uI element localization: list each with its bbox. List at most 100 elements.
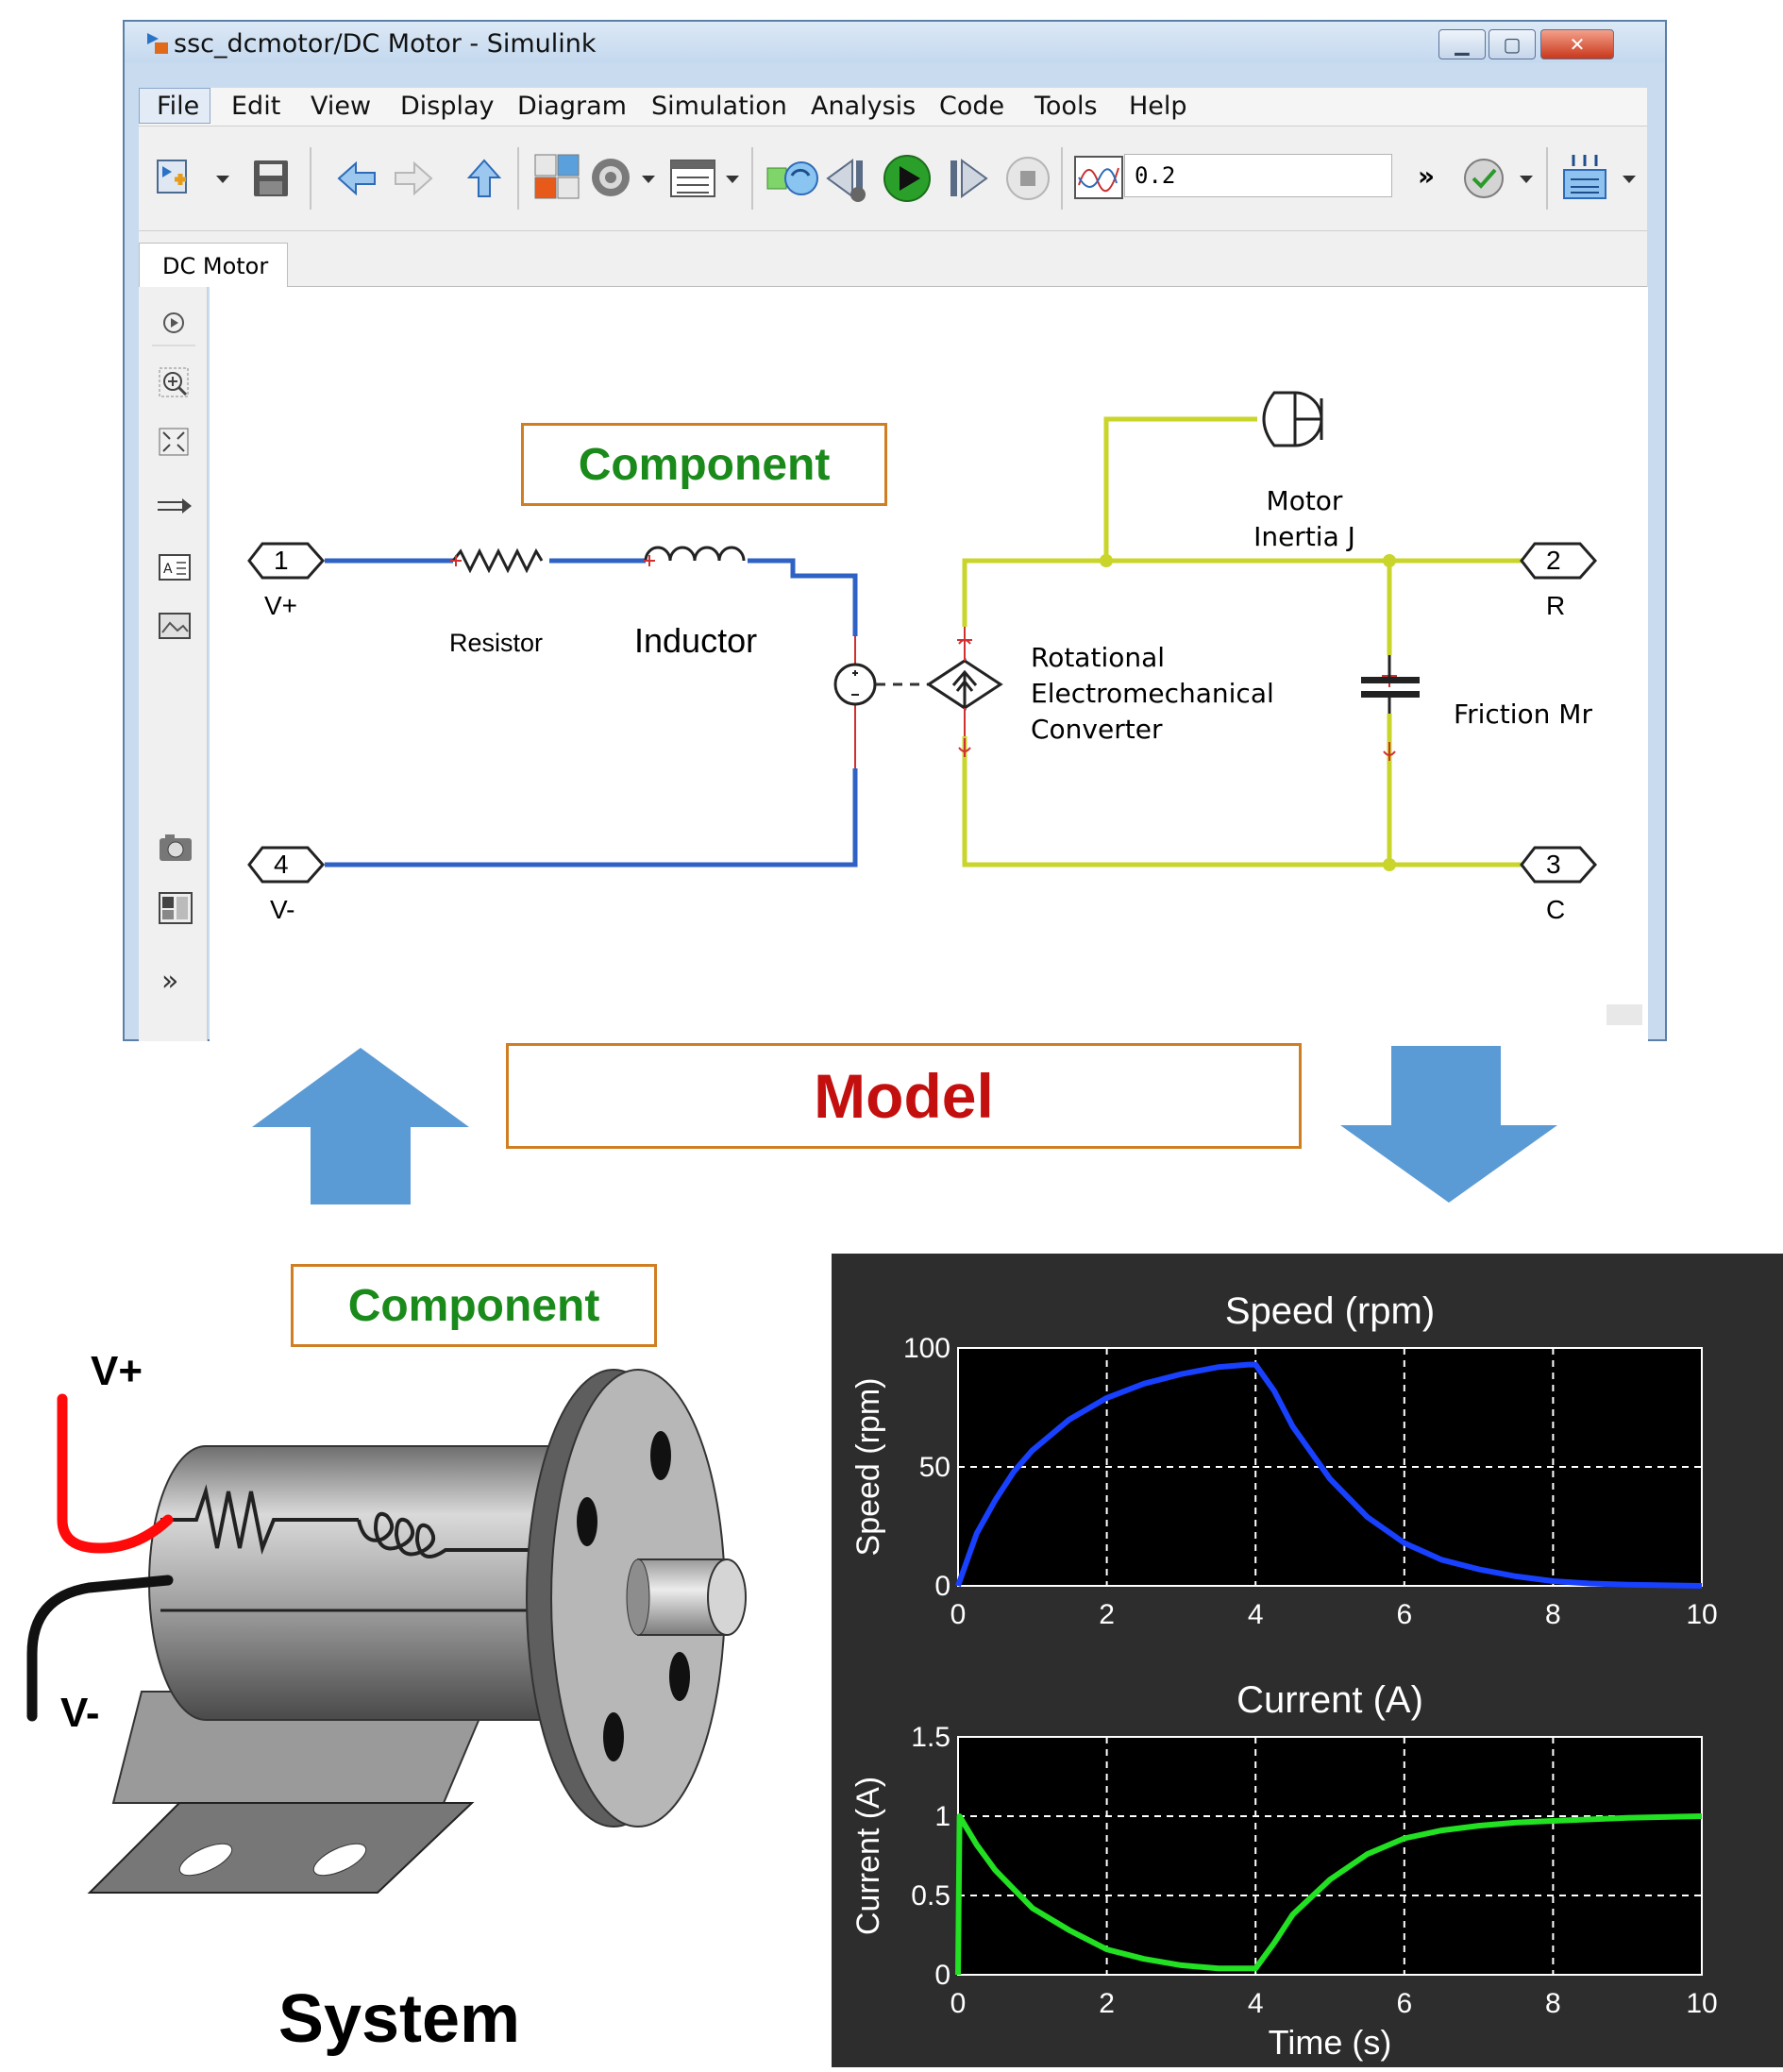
electrical-wires xyxy=(325,558,858,868)
menu-bar: File Edit View Display Diagram Simulatio… xyxy=(139,88,1647,126)
menu-display[interactable]: Display xyxy=(400,92,495,121)
model-canvas[interactable]: 1 V+ 4 V- 2 R 3 C Resistor Inductor Rota… xyxy=(210,287,1648,1041)
converter-label-line: Converter xyxy=(1031,714,1163,745)
model-explorer-icon[interactable] xyxy=(670,160,715,197)
port-1[interactable] xyxy=(247,542,326,580)
menu-help[interactable]: Help xyxy=(1129,92,1187,121)
toolbar-icons xyxy=(157,147,1636,210)
menu-diagram[interactable]: Diagram xyxy=(517,92,627,121)
menu-analysis[interactable]: Analysis xyxy=(811,92,917,121)
menu-tools[interactable]: Tools xyxy=(1034,92,1098,121)
y-tick-label: 1 xyxy=(934,1801,950,1832)
port-2-label: R xyxy=(1546,591,1566,620)
arrow-line-icon[interactable] xyxy=(158,498,192,514)
vminus-label: V- xyxy=(60,1690,100,1736)
vplus-label: V+ xyxy=(91,1348,143,1394)
friction-label: Friction Mr xyxy=(1454,699,1592,730)
title-bar: ssc_dcmotor/DC Motor - Simulink ▁ ▢ ✕ xyxy=(125,22,1665,63)
port-4-number: 4 xyxy=(274,850,289,879)
resistor-symbol[interactable] xyxy=(451,547,544,574)
x-tick-label: 0 xyxy=(950,1599,967,1630)
x-tick-label: 4 xyxy=(1248,1599,1264,1630)
y-tick-label: 1.5 xyxy=(911,1722,950,1753)
toolbar xyxy=(139,126,1647,231)
inertia-label-line: Inertia J xyxy=(1253,521,1355,552)
library-browser-icon[interactable] xyxy=(534,154,580,199)
series-line xyxy=(955,1361,1703,1589)
close-button[interactable]: ✕ xyxy=(1540,29,1614,59)
tab-dc-motor[interactable]: DC Motor xyxy=(139,243,288,287)
menu-simulation[interactable]: Simulation xyxy=(651,92,787,121)
dropdown-arrow-icon[interactable] xyxy=(1623,176,1636,183)
menu-view[interactable]: View xyxy=(311,92,372,121)
back-icon[interactable] xyxy=(337,160,376,196)
y-tick-label: 0 xyxy=(934,1960,950,1991)
camera-icon[interactable] xyxy=(160,834,192,861)
inductor-symbol[interactable] xyxy=(644,546,746,562)
canvas-grip xyxy=(1606,1004,1642,1025)
maximize-button[interactable]: ▢ xyxy=(1489,29,1536,59)
port-2[interactable] xyxy=(1520,542,1598,580)
plot-title: Speed (rpm) xyxy=(1225,1290,1435,1332)
palette-icons: A xyxy=(152,312,195,924)
converter-electrical-port[interactable] xyxy=(833,663,877,706)
menu-file[interactable]: File xyxy=(157,92,200,121)
stop-icon[interactable] xyxy=(1006,157,1050,200)
step-back-icon[interactable] xyxy=(826,159,866,202)
component-annotation: Component xyxy=(521,423,887,506)
wire-vminus xyxy=(26,1575,174,1722)
step-forward-icon[interactable] xyxy=(950,159,988,198)
hide-show-explorer-icon[interactable] xyxy=(163,312,184,333)
image-icon[interactable] xyxy=(159,613,191,639)
dropdown-arrow-icon[interactable] xyxy=(726,176,739,183)
minimize-button[interactable]: ▁ xyxy=(1438,29,1486,59)
property-inspector-icon[interactable] xyxy=(159,892,193,924)
stop-time-field[interactable]: 0.2 xyxy=(1124,154,1392,197)
menu-edit[interactable]: Edit xyxy=(231,92,281,121)
run-icon[interactable] xyxy=(883,155,931,202)
system-caption: System xyxy=(278,1981,521,2057)
zoom-icon[interactable] xyxy=(159,367,189,397)
y-tick-label: 0 xyxy=(934,1571,950,1602)
y-axis-label: Speed (rpm) xyxy=(850,1378,886,1557)
inductor-label: Inductor xyxy=(634,621,758,660)
forward-icon[interactable] xyxy=(395,160,433,196)
dropdown-arrow-icon[interactable] xyxy=(642,176,655,183)
x-tick-label: 0 xyxy=(950,1988,967,2019)
annotation-icon[interactable]: A xyxy=(159,554,191,581)
x-axis-label: Time (s) xyxy=(1269,2023,1392,2062)
port-4-label: V- xyxy=(270,895,295,924)
menu-code[interactable]: Code xyxy=(939,92,1005,121)
port-1-number: 1 xyxy=(274,546,289,575)
more-toolbar-chevron[interactable]: » xyxy=(1418,160,1436,192)
palette-more-chevron[interactable]: » xyxy=(161,965,179,998)
fit-to-view-icon[interactable] xyxy=(159,428,189,456)
port-3[interactable] xyxy=(1520,846,1598,884)
simulink-app-icon xyxy=(147,33,168,54)
model-advisor-icon[interactable] xyxy=(1464,159,1504,198)
settings-gear-icon[interactable] xyxy=(592,159,630,196)
series-line xyxy=(955,1813,1703,1976)
save-icon[interactable] xyxy=(254,160,288,196)
inertia-symbol[interactable] xyxy=(1262,391,1323,447)
up-icon[interactable] xyxy=(466,159,502,197)
update-diagram-icon[interactable] xyxy=(766,161,818,195)
x-tick-label: 2 xyxy=(1099,1599,1115,1630)
inertia-label-line: Motor xyxy=(1266,485,1343,516)
port-4[interactable] xyxy=(247,846,326,884)
wire-vplus xyxy=(57,1393,174,1554)
build-model-icon[interactable] xyxy=(1563,155,1606,199)
x-tick-label: 4 xyxy=(1248,1988,1264,2019)
rotational-converter-symbol[interactable] xyxy=(926,658,1003,711)
dropdown-arrow-icon[interactable] xyxy=(216,176,229,183)
dropdown-arrow-icon[interactable] xyxy=(1520,176,1533,183)
motor-body xyxy=(148,1445,567,1721)
model-label-box: Model xyxy=(506,1043,1302,1149)
new-model-icon[interactable] xyxy=(157,160,187,194)
x-tick-label: 6 xyxy=(1396,1988,1412,2019)
diagram-graphics xyxy=(247,391,1642,1025)
friction-symbol[interactable] xyxy=(1361,655,1420,714)
scope-icon[interactable] xyxy=(1074,156,1123,199)
